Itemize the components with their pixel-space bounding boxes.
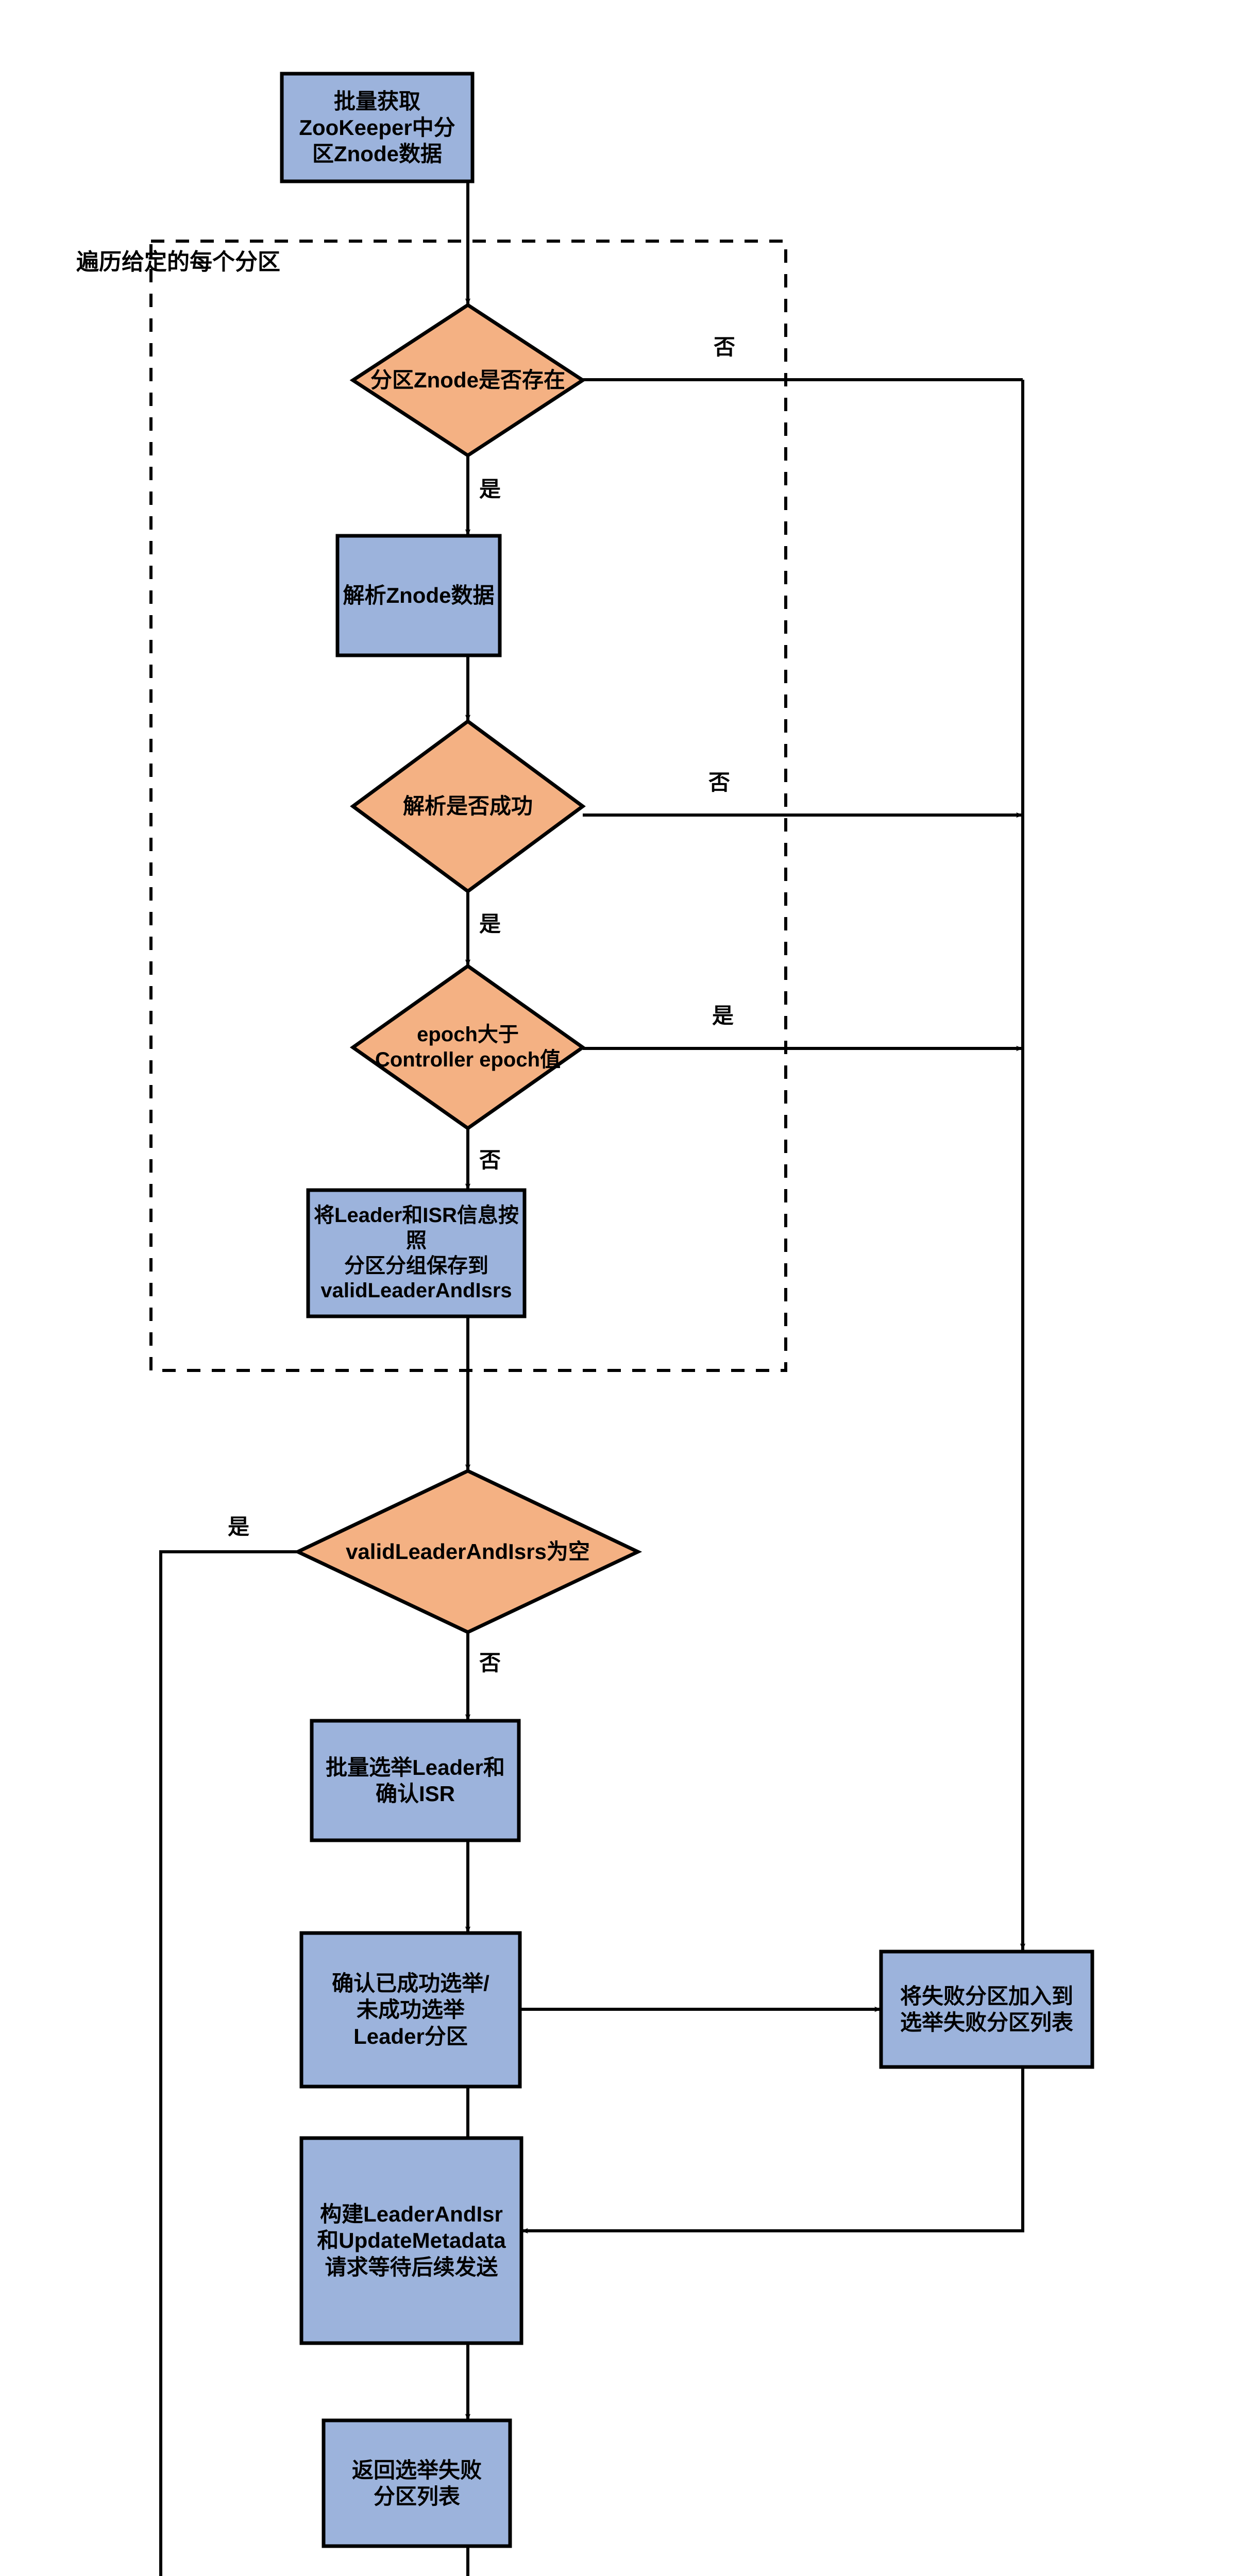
edge-validempty-yes (159, 1550, 353, 2576)
node-parse-znode-shape[interactable] (335, 534, 502, 657)
edge-failed-to-build (521, 2067, 1024, 2234)
node-valid-empty-shape[interactable] (293, 1469, 643, 1634)
node-parse-ok-shape[interactable] (350, 719, 586, 894)
node-start-shape[interactable] (280, 72, 475, 183)
node-epoch-shape[interactable] (349, 963, 586, 1131)
node-save-valid-shape[interactable] (306, 1188, 527, 1318)
loop-group-label: 遍历给定的每个分区 (76, 249, 280, 275)
node-batch-elect-shape[interactable] (310, 1719, 521, 1842)
node-confirm-shape[interactable] (299, 1931, 522, 2089)
node-build-req-shape[interactable] (299, 2136, 523, 2345)
node-return-failed-shape[interactable] (322, 2418, 512, 2548)
node-znode-exists-shape[interactable] (349, 302, 586, 458)
node-failed-list-shape[interactable] (879, 1950, 1094, 2069)
